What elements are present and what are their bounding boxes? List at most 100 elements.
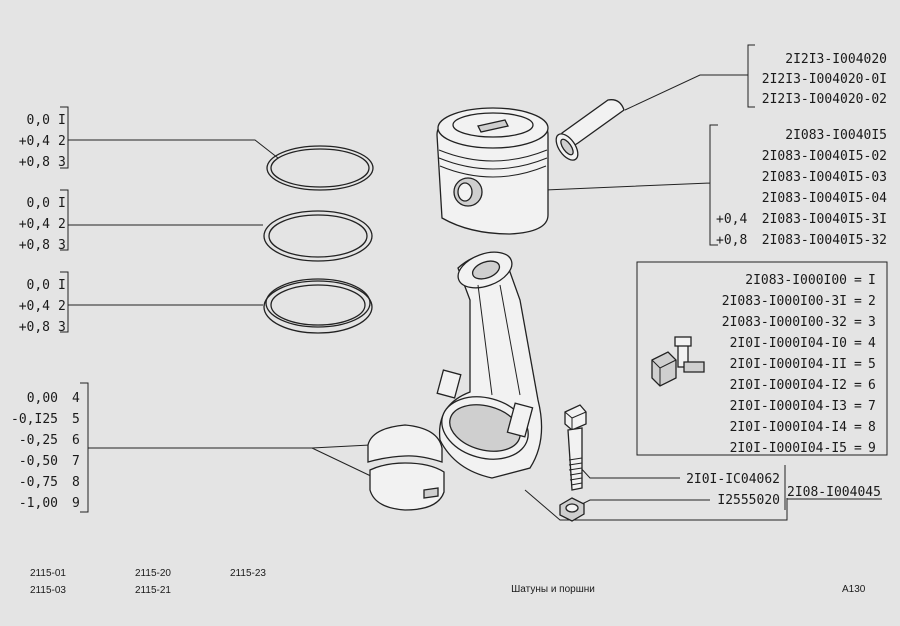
rod-code-5: 2I0I-I000I04-II <box>730 357 847 372</box>
ring-3-num-1: I <box>58 278 66 293</box>
rod-eq-5: = <box>854 357 862 372</box>
rod-num-1: I <box>868 273 876 288</box>
ring-3-leader <box>60 271 263 333</box>
ring-3-size-1: 0,0 <box>27 278 50 293</box>
bearing-num-5: 8 <box>72 475 80 490</box>
rod-bolt-nut-illustration <box>651 336 705 387</box>
piston-pin <box>555 99 625 161</box>
bearing-size-6: -1,00 <box>19 496 58 511</box>
ring-1-leader <box>60 106 279 169</box>
rod-num-3: 3 <box>868 315 876 330</box>
bearing-num-1: 4 <box>72 391 80 406</box>
piston-size-6: +0,8 <box>716 233 747 248</box>
assembly-code: 2I08-I004045 <box>787 485 881 500</box>
rod-code-8: 2I0I-I000I04-I4 <box>730 420 848 435</box>
ring-2-size-1: 0,0 <box>27 196 50 211</box>
ring-2-size-2: +0,4 <box>19 217 50 232</box>
ring-3-size-2: +0,4 <box>19 299 50 314</box>
rod-eq-1: = <box>854 273 862 288</box>
pin-callout: 2I2I3-I004020 2I2I3-I004020-0I 2I2I3-I00… <box>624 44 887 111</box>
rod-table: 2I083-I000I00 = I 2I083-I000I00-3I = 2 2… <box>636 261 888 456</box>
rod-nut <box>559 497 585 522</box>
ring-2-num-3: 3 <box>58 238 66 253</box>
ring-2-size-3: +0,8 <box>19 238 50 253</box>
rod-eq-9: = <box>854 441 862 456</box>
ring-1-num-1: I <box>58 113 66 128</box>
rod-code-3: 2I083-I000I00-32 <box>722 315 847 330</box>
rod-code-9: 2I0I-I000I04-I5 <box>730 441 847 456</box>
model-2115-03: 2115-03 <box>30 585 66 596</box>
rod-eq-6: = <box>854 378 862 393</box>
connecting-rod <box>436 251 543 479</box>
ring-3-num-2: 2 <box>58 299 66 314</box>
nut-code: I2555020 <box>717 493 780 508</box>
ring-2-num-1: I <box>58 196 66 211</box>
bearing-num-3: 6 <box>72 433 80 448</box>
bolt-leader <box>577 464 680 479</box>
rod-num-5: 5 <box>868 357 876 372</box>
rod-eq-4: = <box>854 336 862 351</box>
ring-1-size-3: +0,8 <box>19 155 50 170</box>
rod-num-6: 6 <box>868 378 876 393</box>
piston-code-2: 2I083-I0040I5-02 <box>762 149 887 164</box>
bearing-callout: 0,00 4 -0,I25 5 -0,25 6 -0,50 7 -0,75 8 … <box>11 382 376 513</box>
ring-1-size-2: +0,4 <box>19 134 50 149</box>
piston-ring-1 <box>266 145 374 191</box>
bearing-num-2: 5 <box>72 412 80 427</box>
rod-eq-8: = <box>854 420 862 435</box>
rod-num-2: 2 <box>868 294 876 309</box>
piston-code-5: 2I083-I0040I5-3I <box>762 212 887 227</box>
bearing-size-5: -0,75 <box>19 475 58 490</box>
bearing-num-4: 7 <box>72 454 80 469</box>
piston-ring-3 <box>263 278 373 334</box>
rod-bolt <box>564 404 587 491</box>
piston-code-4: 2I083-I0040I5-04 <box>762 191 887 206</box>
rod-code-2: 2I083-I000I00-3I <box>722 294 847 309</box>
ring-1-size-1: 0,0 <box>27 113 50 128</box>
rod-eq-2: = <box>854 294 862 309</box>
pin-code-2: 2I2I3-I004020-0I <box>762 72 887 87</box>
page-title: Шатуны и поршни <box>511 584 595 595</box>
rod-code-1: 2I083-I000I00 <box>745 273 847 288</box>
rod-code-6: 2I0I-I000I04-I2 <box>730 378 847 393</box>
rod-eq-7: = <box>854 399 862 414</box>
bearing-size-2: -0,I25 <box>11 412 58 427</box>
model-2115-21: 2115-21 <box>135 585 171 596</box>
pin-leader <box>624 44 755 111</box>
ring-2-num-2: 2 <box>58 217 66 232</box>
rod-code-4: 2I0I-I000I04-I0 <box>730 336 847 351</box>
rod-num-9: 9 <box>868 441 876 456</box>
model-2115-23: 2115-23 <box>230 568 266 579</box>
pin-code-1: 2I2I3-I004020 <box>785 52 887 67</box>
ring-2-leader <box>60 189 263 251</box>
page-number: A130 <box>842 584 866 595</box>
bearing-shell <box>367 424 445 511</box>
rod-eq-3: = <box>854 315 862 330</box>
piston-code-3: 2I083-I0040I5-03 <box>762 170 887 185</box>
ring-group-2: 0,0 I +0,4 2 +0,8 3 <box>19 189 263 253</box>
bearing-size-1: 0,00 <box>27 391 58 406</box>
ring-group-3: 0,0 I +0,4 2 +0,8 3 <box>19 271 263 335</box>
piston <box>436 107 549 235</box>
rod-code-7: 2I0I-I000I04-I3 <box>730 399 847 414</box>
bolt-code: 2I0I-IC04062 <box>686 472 780 487</box>
footer: 2115-01 2115-03 2115-20 2115-21 2115-23 … <box>30 568 866 596</box>
pin-code-3: 2I2I3-I004020-02 <box>762 92 887 107</box>
ring-group-1: 0,0 I +0,4 2 +0,8 3 <box>19 106 279 170</box>
rod-num-4: 4 <box>868 336 876 351</box>
model-2115-01: 2115-01 <box>30 568 66 579</box>
ring-3-num-3: 3 <box>58 320 66 335</box>
bearing-leader <box>80 382 376 513</box>
piston-size-5: +0,4 <box>716 212 747 227</box>
assembly-leader <box>524 489 788 521</box>
bearing-num-6: 9 <box>72 496 80 511</box>
bearing-size-4: -0,50 <box>19 454 58 469</box>
rod-table-frame <box>636 261 888 456</box>
rod-num-8: 8 <box>868 420 876 435</box>
piston-code-1: 2I083-I0040I5 <box>785 128 887 143</box>
ring-1-num-2: 2 <box>58 134 66 149</box>
model-2115-20: 2115-20 <box>135 568 171 579</box>
piston-callout: 2I083-I0040I5 2I083-I0040I5-02 2I083-I00… <box>544 124 887 248</box>
rod-num-7: 7 <box>868 399 876 414</box>
